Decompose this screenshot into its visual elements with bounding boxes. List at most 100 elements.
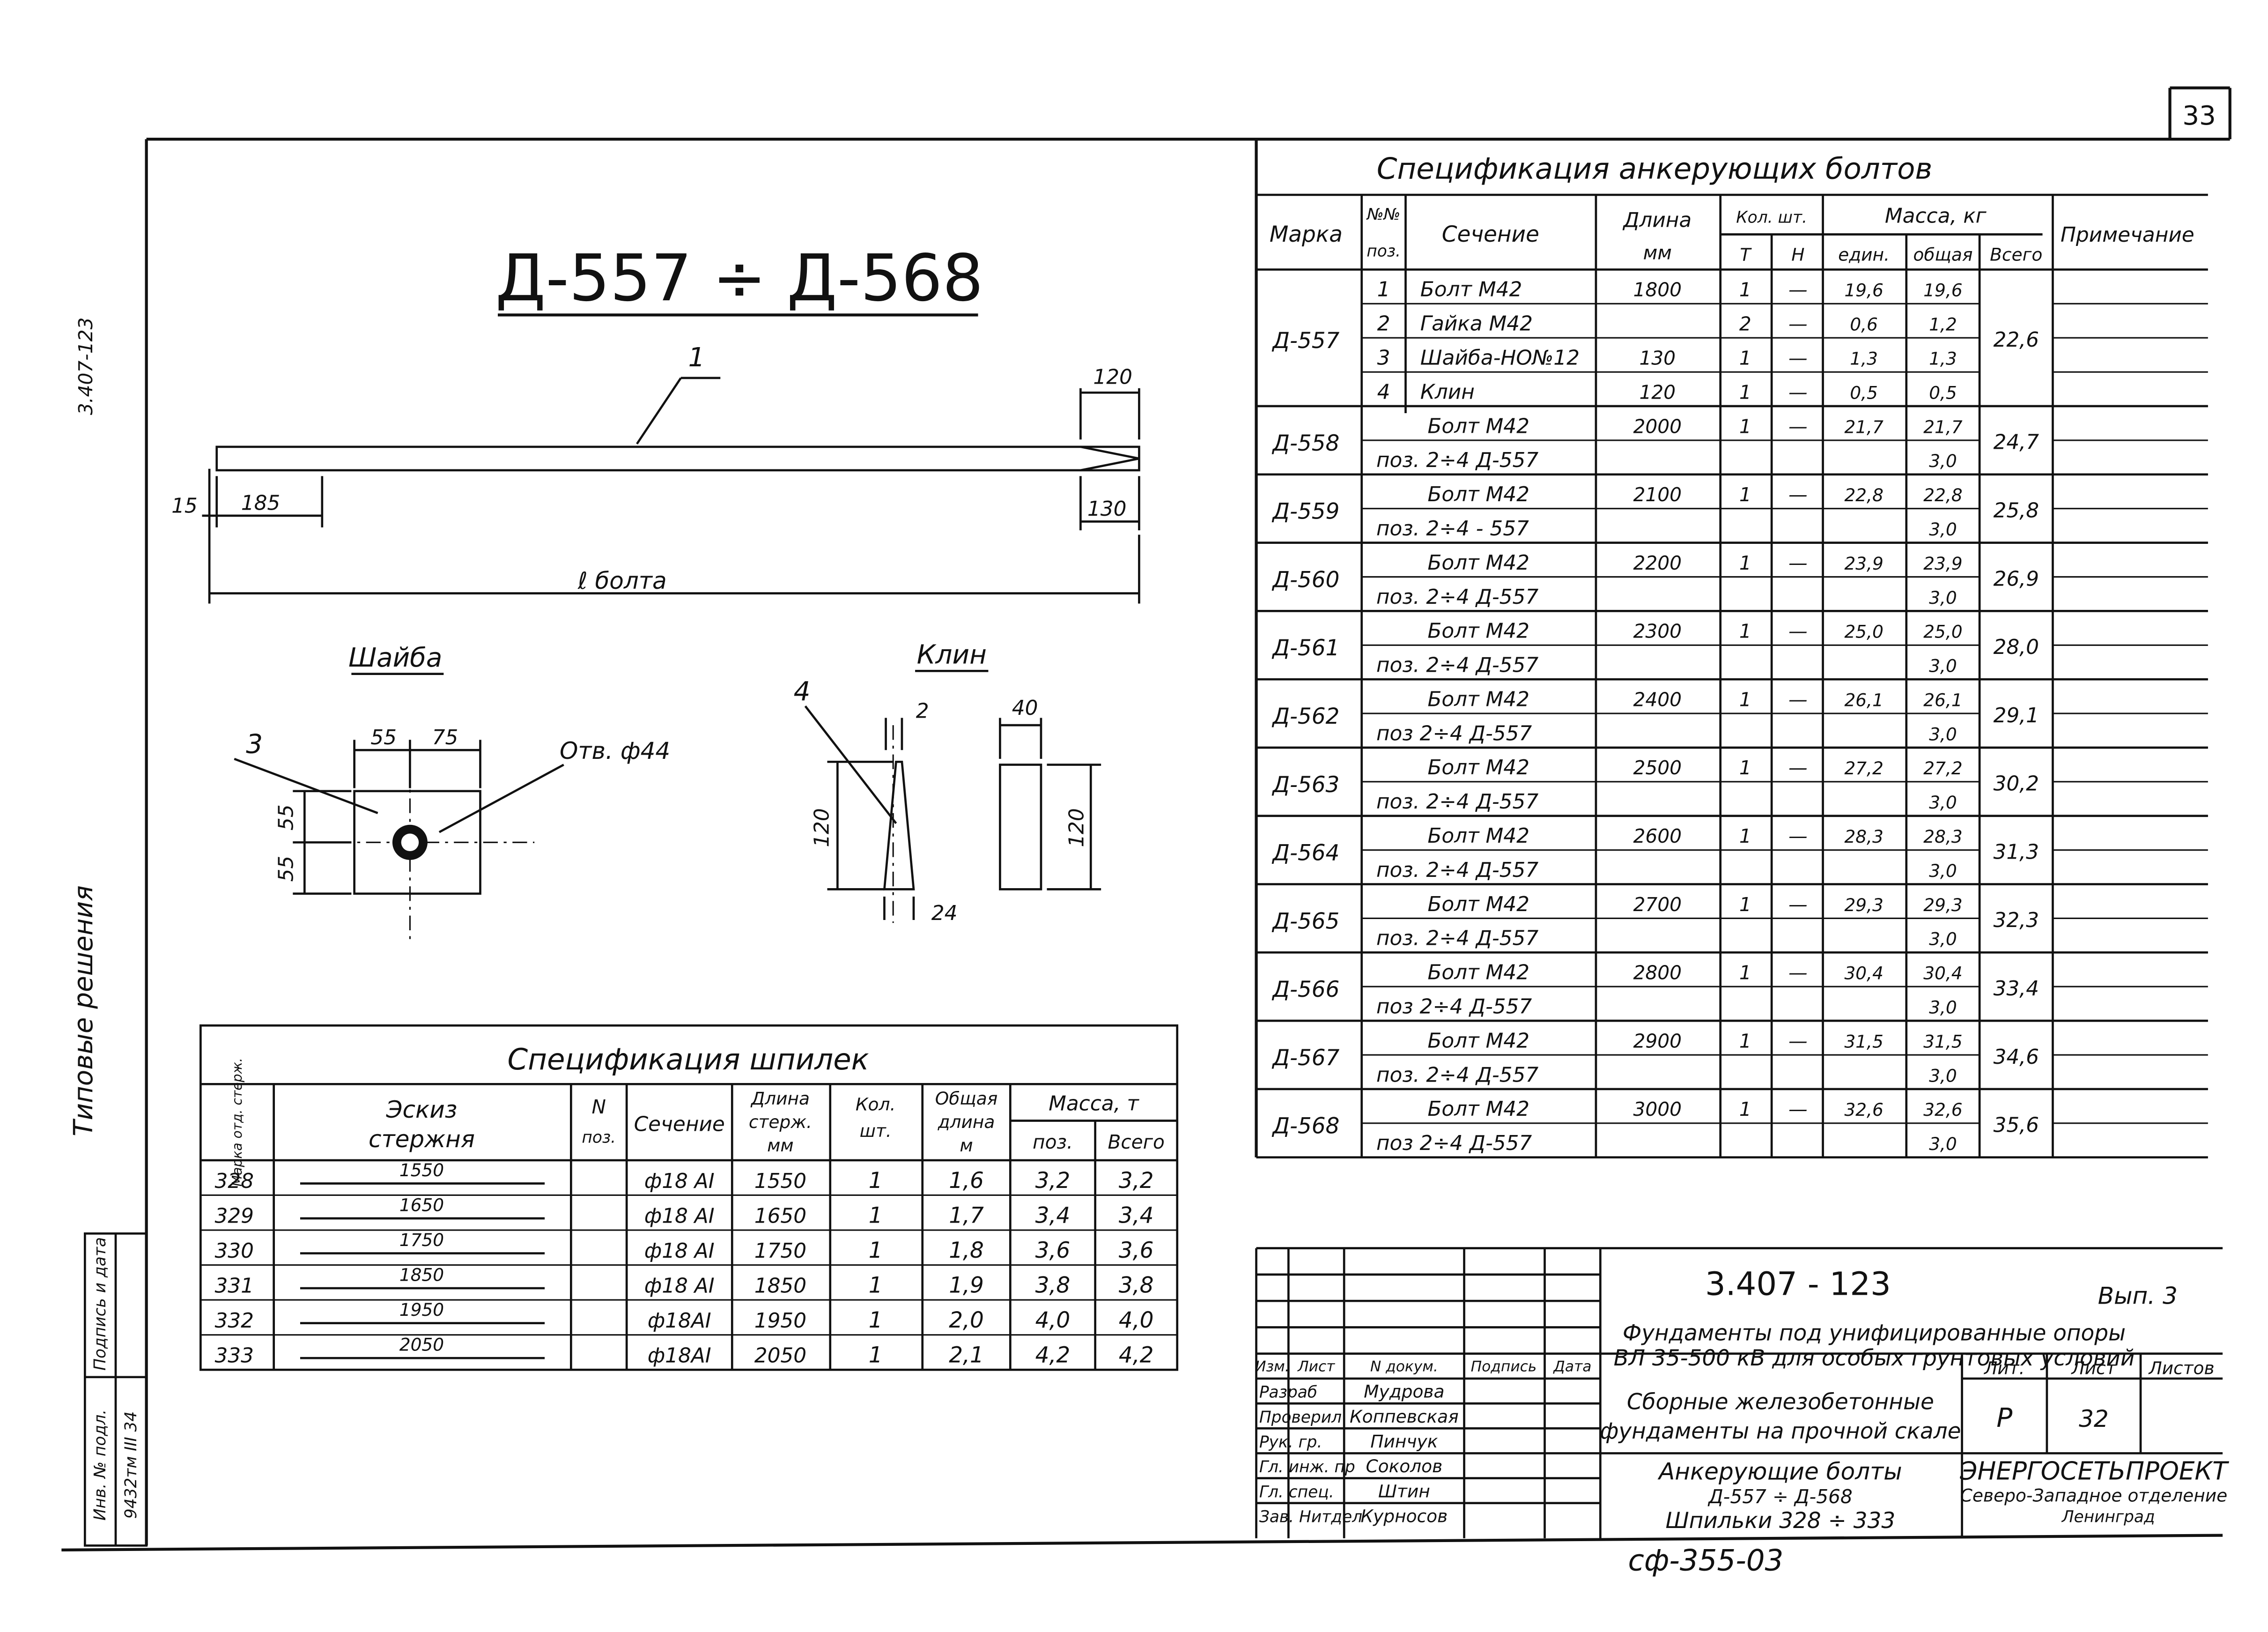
stud-section: ф18 АI: [644, 1169, 715, 1193]
stud-mass-pos: 3,4: [1035, 1202, 1071, 1228]
bolt-qty-t: 1: [1739, 825, 1751, 847]
tb-h-date: Дата: [1552, 1358, 1591, 1375]
stud-sketch-length: 2050: [399, 1335, 444, 1355]
tb-name: Коппевская: [1350, 1406, 1459, 1427]
bolt-mark: Д-561: [1271, 635, 1339, 661]
stud-sketch-length: 1550: [399, 1160, 444, 1180]
bolt-length: 2700: [1633, 893, 1682, 916]
stud-qty: 1: [869, 1168, 883, 1194]
bolt-length: 2900: [1633, 1030, 1682, 1052]
stud-spec-title: Спецификация шпилек: [507, 1042, 869, 1076]
bolt-mass-unit: 19,6: [1844, 280, 1884, 301]
bolt-ref: поз 2÷4 Д-557: [1376, 994, 1532, 1018]
bolt-section: Болт М42: [1427, 824, 1529, 848]
bolt-mark: Д-560: [1271, 567, 1339, 593]
bolt-mass-unit: 1,3: [1850, 348, 1878, 369]
stud-mass-pos: 3,2: [1035, 1168, 1071, 1194]
tb-role: Гл. спец.: [1259, 1483, 1334, 1501]
stud-qty: 1: [869, 1238, 883, 1263]
bolt-qty-n: —: [1788, 279, 1808, 301]
bolt-total-mass: 35,6: [1994, 1113, 2039, 1137]
bolt-qty-n: —: [1788, 962, 1808, 984]
bolt-leader-label: 1: [688, 342, 705, 373]
bolt-total-mass: 32,3: [1994, 908, 2039, 932]
stud-spec-h-total1: Общая: [935, 1088, 998, 1109]
bolt-mark: Д-557: [1271, 328, 1339, 354]
bolt-ref: поз. 2÷4 Д-557: [1376, 790, 1538, 814]
stud-total-length: 2,0: [949, 1307, 984, 1333]
bolt-ref-mass: 3,0: [1929, 519, 1957, 540]
title-block: 3.407 - 123 Вып. 3 Фундаменты под унифиц…: [1255, 1247, 2229, 1538]
bolt-spec-h-length2: мм: [1643, 242, 1672, 264]
stud-section: ф18АI: [648, 1309, 711, 1333]
bolt-length: 2600: [1633, 825, 1682, 847]
bolt-mass-total: 26,1: [1923, 690, 1963, 710]
bolt-qty-t: 1: [1739, 893, 1751, 916]
stud-sketch-length: 1650: [399, 1194, 444, 1215]
bolt-mass-total: 23,9: [1923, 553, 1963, 574]
bolt-ref-mass: 3,0: [1929, 792, 1957, 813]
bolt-dim-130: 130: [1087, 497, 1127, 521]
bolt-qty-n: —: [1788, 347, 1808, 369]
stud-spec-h-total3: м: [960, 1135, 973, 1156]
bolt-qty-n: —: [1788, 313, 1808, 335]
bolt-spec-h-note: Примечание: [2061, 223, 2194, 247]
stud-spec-h-mpos: поз.: [1033, 1131, 1073, 1153]
bolt-mass-total: 21,7: [1923, 416, 1963, 437]
bolt-section: Болт М42: [1427, 482, 1529, 506]
bolt-mass-total: 0,5: [1929, 382, 1957, 403]
bolt-mass-total: 30,4: [1923, 963, 1963, 984]
washer-dim-55-left-b: 55: [274, 856, 298, 882]
bolt-section: Болт М42: [1427, 1029, 1529, 1053]
side-margin: 3.407-123 Типовые решения Подпись и дата…: [68, 318, 148, 1547]
bolt-qty-n: —: [1788, 415, 1808, 438]
wedge-dim-40: 40: [1012, 696, 1038, 720]
bolt-section: Болт М42: [1427, 756, 1529, 779]
bolt-ref: поз. 2÷4 Д-557: [1376, 448, 1538, 472]
tb-sheet: 32: [2079, 1405, 2109, 1432]
bolt-spec-h-pos1: №№: [1366, 205, 1401, 224]
stud-spec-h-mall: Всего: [1108, 1131, 1164, 1153]
bolt-qty-n: —: [1788, 825, 1808, 847]
bolt-total-mass: 34,6: [1994, 1045, 2039, 1069]
stud-length: 2050: [754, 1344, 806, 1368]
bolt-spec-h-length1: Длина: [1622, 208, 1692, 232]
stud-mass-all: 4,0: [1119, 1307, 1154, 1333]
wedge-dim-2: 2: [916, 699, 929, 723]
bolt-qty-n: —: [1788, 893, 1808, 916]
bolt-length-label: ℓ болта: [577, 567, 667, 594]
stud-spec-h-mass: Масса, т: [1049, 1092, 1139, 1116]
washer-hole-label: Отв. ф44: [560, 737, 670, 764]
bolt-section: Болт М42: [1427, 551, 1529, 575]
stud-mass-pos: 4,2: [1035, 1343, 1071, 1368]
stud-section: ф18 АI: [644, 1239, 715, 1263]
tb-name-1: Анкерующие болты: [1657, 1458, 1902, 1485]
stud-mark: 333: [214, 1344, 254, 1368]
bolt-qty-t: 1: [1739, 347, 1751, 369]
bolt-ref: поз. 2÷4 - 557: [1376, 517, 1529, 541]
stud-total-length: 1,8: [949, 1238, 984, 1263]
stamp-code: сф-355-03: [1628, 1543, 1783, 1578]
stud-total-length: 1,7: [949, 1202, 984, 1228]
stud-qty: 1: [869, 1343, 883, 1368]
bolt-mass-unit: 28,3: [1844, 826, 1884, 847]
bolt-qty-t: 1: [1739, 552, 1751, 574]
bolt-length: 3000: [1633, 1098, 1682, 1120]
stud-spec-h-pos1: N: [592, 1096, 606, 1118]
tb-role: Разраб: [1259, 1383, 1317, 1402]
stud-spec-table: Спецификация шпилек Марка отд. стерж. Эс…: [199, 1024, 1179, 1371]
side-sign-label: Подпись и дата: [91, 1237, 110, 1371]
bolt-qty-t: 1: [1739, 1098, 1751, 1120]
bolt-length: 120: [1639, 381, 1676, 403]
bolt-mass-total: 19,6: [1923, 280, 1963, 301]
bolt-qty-t: 1: [1739, 1030, 1751, 1052]
stud-spec-h-sketch2: стержня: [369, 1126, 475, 1153]
bolt-mass-total: 28,3: [1923, 826, 1963, 847]
bolt-qty-n: —: [1788, 381, 1808, 403]
stud-sketch-length: 1750: [399, 1230, 444, 1250]
bolt-mass-total: 1,2: [1929, 314, 1957, 335]
tb-name: Мудрова: [1364, 1381, 1444, 1402]
bolt-total-mass: 22,6: [1994, 328, 2039, 352]
stud-section: ф18 АI: [644, 1204, 715, 1228]
tb-product-1: Сборные железобетонные: [1627, 1389, 1934, 1415]
